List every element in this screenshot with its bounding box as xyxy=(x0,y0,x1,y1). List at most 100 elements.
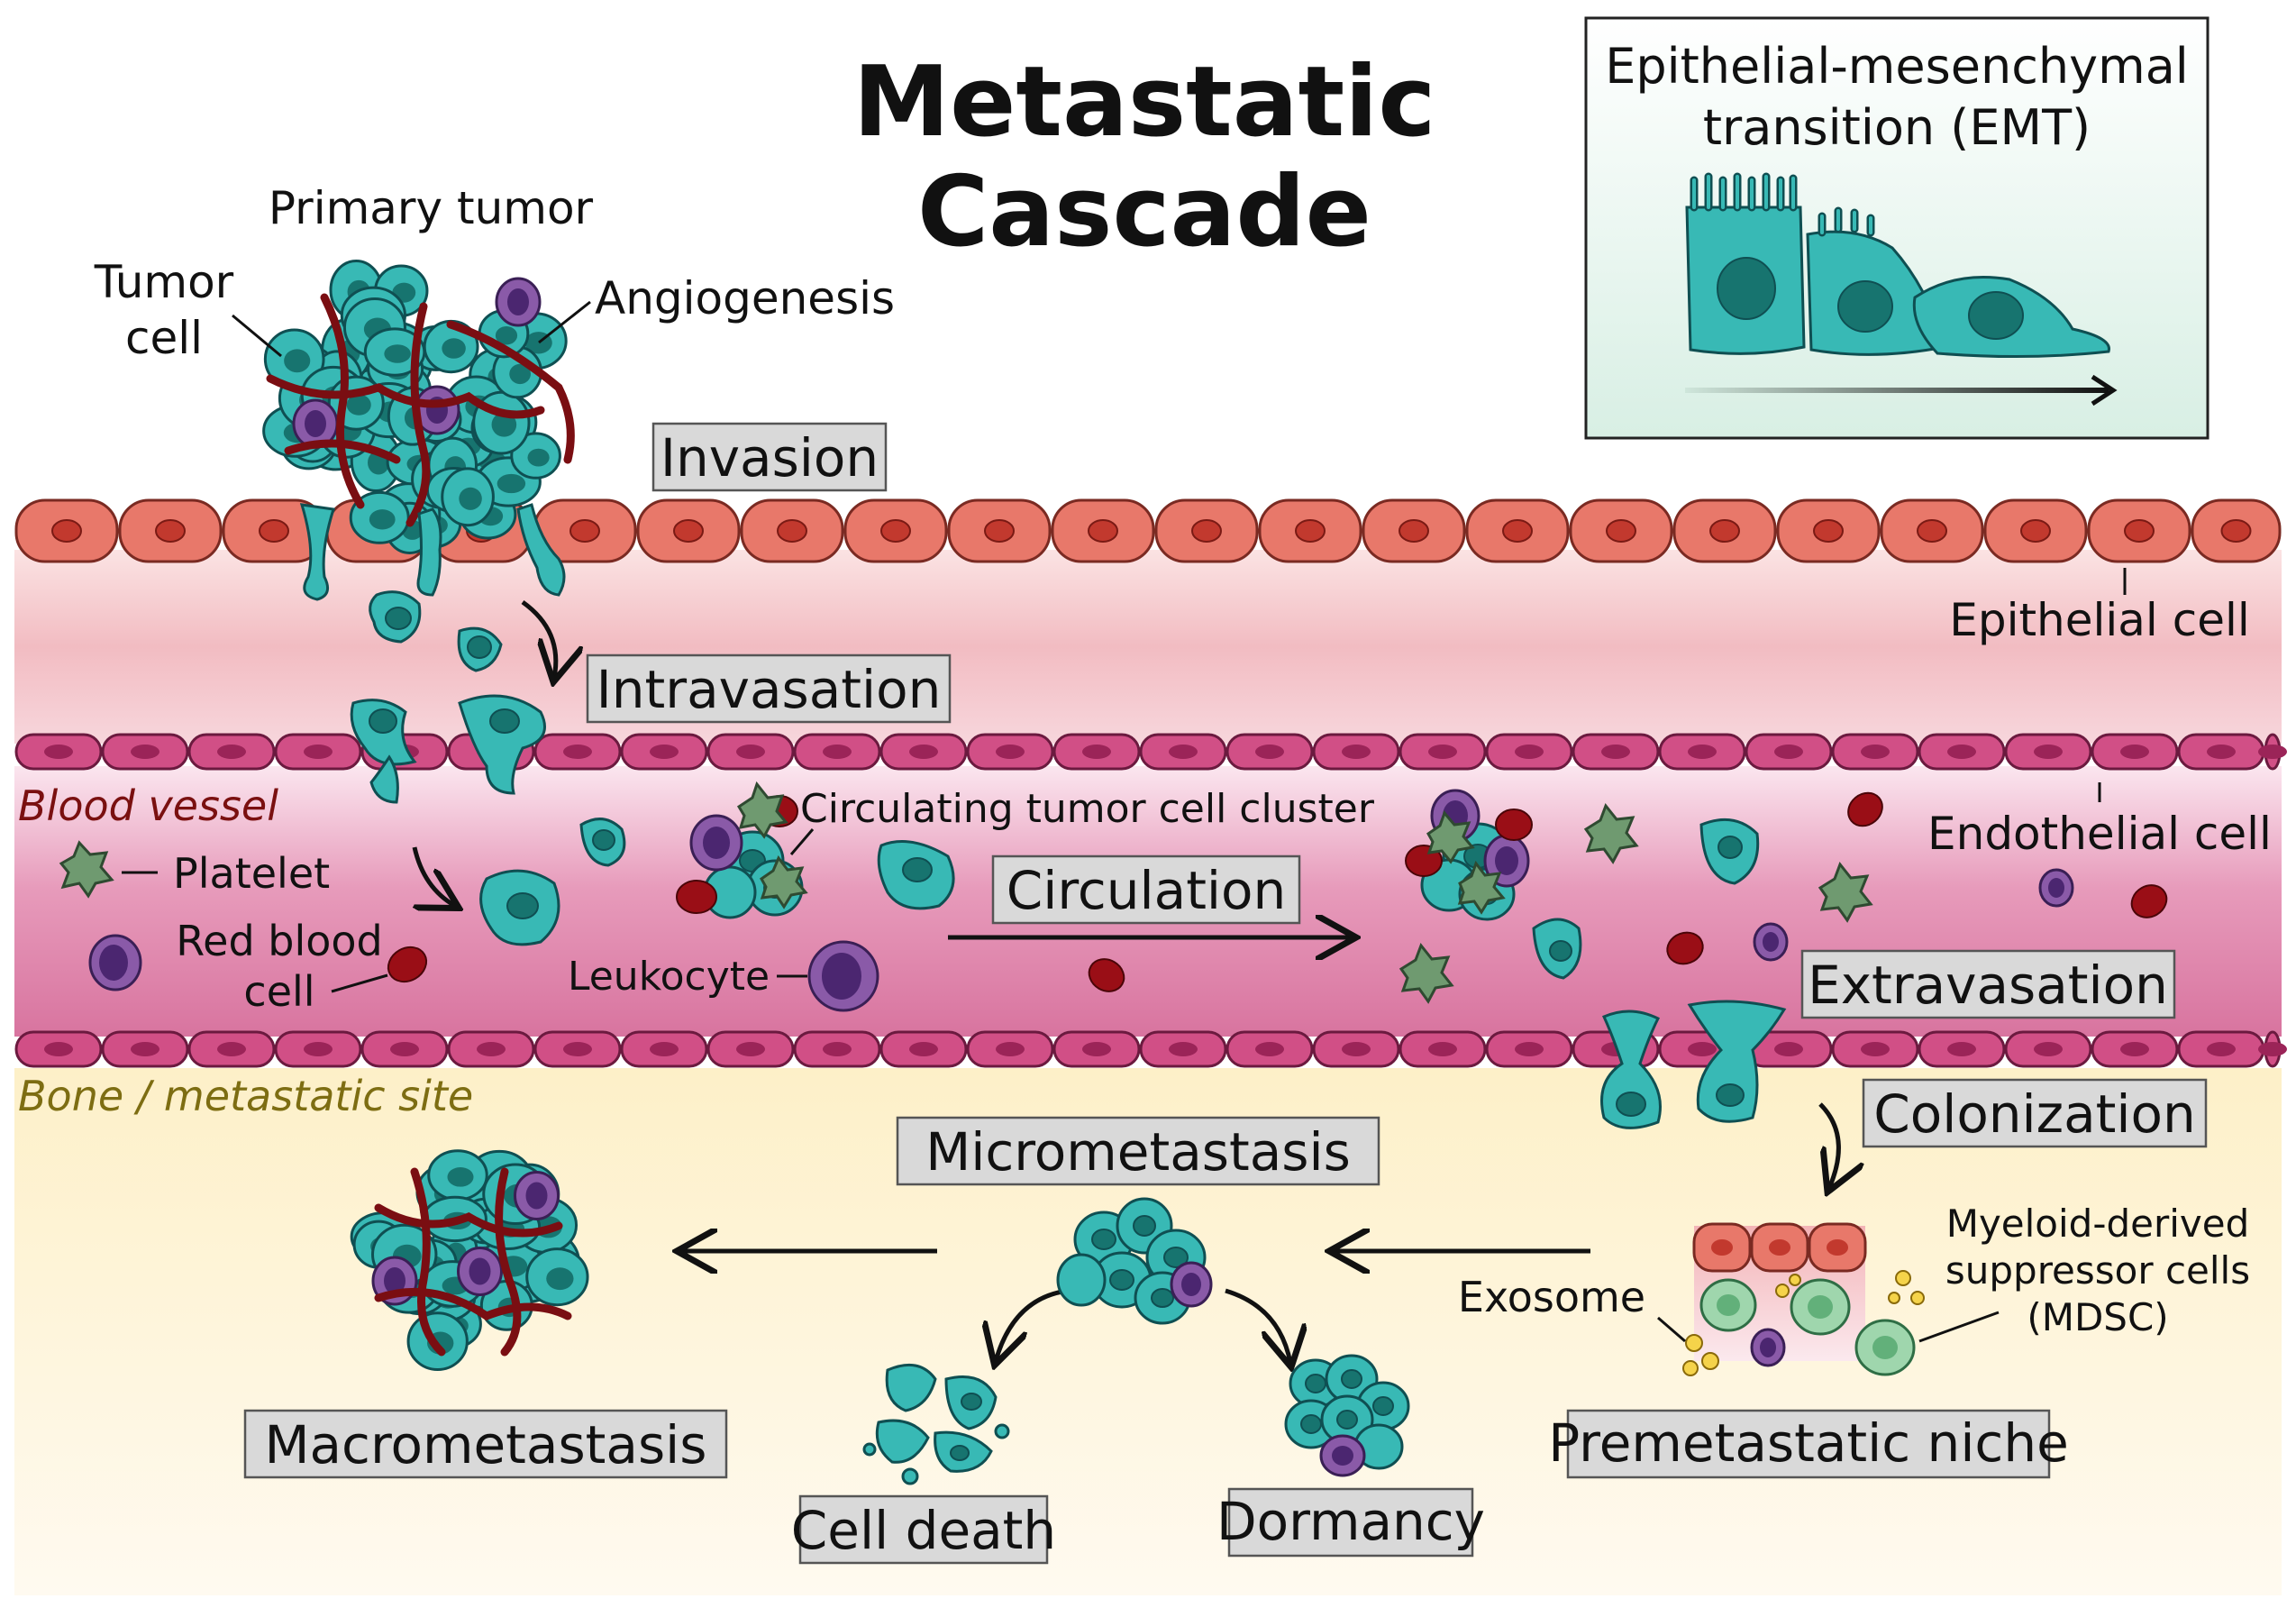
epithelial-cell-layer xyxy=(14,498,2282,563)
endothelial-cell xyxy=(1312,1030,1400,1068)
endothelial-cell xyxy=(1658,733,1746,771)
stage-micrometastasis: Micrometastasis xyxy=(896,1116,1380,1186)
endothelial-cell xyxy=(1485,733,1573,771)
tumor-cell xyxy=(406,1311,469,1371)
ctc-cluster-left xyxy=(676,781,808,919)
title-line-1: Metastatic xyxy=(853,46,1436,159)
endothelial-cell xyxy=(1052,733,1141,771)
red-blood-cell xyxy=(1088,958,1125,992)
endothelial-cell xyxy=(2177,1030,2265,1068)
emt-mesenchymal-cell xyxy=(1912,276,2110,359)
angiogenesis-label: Angiogenesis xyxy=(595,272,895,324)
epithelial-cell xyxy=(1465,498,1570,563)
stage-macrometastasis: Macrometastasis xyxy=(243,1409,728,1479)
stage-cell-death: Cell death xyxy=(791,1494,1056,1565)
red-blood-cell-label-line-1: Red blood xyxy=(176,917,382,965)
endothelial-cell xyxy=(1139,733,1227,771)
ctc-cluster-leader xyxy=(789,828,815,855)
tumor-cell xyxy=(510,432,561,480)
stage-colonization: Colonization xyxy=(1862,1078,2208,1148)
emt-progress-arrow-shaft xyxy=(1685,388,2109,393)
mdsc-leader xyxy=(1918,1311,2000,1343)
leukocyte-label: Leukocyte xyxy=(568,954,770,1000)
stage-intravasation: Intravasation xyxy=(586,653,952,724)
endothelial-cell xyxy=(187,733,276,771)
macrometastasis xyxy=(350,1149,589,1371)
premetastatic-niche xyxy=(1682,1222,1925,1376)
endothelial-cell xyxy=(2177,733,2265,771)
stage-colonization-label: Colonization xyxy=(1873,1083,2196,1145)
epithelial-cell xyxy=(2087,498,2191,563)
ctc-cluster-label: Circulating tumor cell cluster xyxy=(800,786,1375,832)
tumor-cell-label-line-1: Tumor xyxy=(94,256,234,308)
epithelial-cell xyxy=(2191,498,2282,563)
endothelial-cell xyxy=(2004,733,2092,771)
extravasating-tumor-cells xyxy=(1600,1000,1787,1129)
endothelial-cell xyxy=(1572,733,1660,771)
angiogenesis-leader xyxy=(538,300,591,344)
endothelial-cell xyxy=(1485,1030,1573,1068)
blood-vessel-label: Blood vessel xyxy=(18,781,278,830)
endothelial-cell xyxy=(879,733,968,771)
stage-dormancy-label: Dormancy xyxy=(1216,1491,1485,1552)
dormancy-cluster xyxy=(1284,1354,1410,1477)
endothelial-cell xyxy=(1312,733,1400,771)
endothelial-cell xyxy=(101,1030,189,1068)
mdsc-label-line-2: suppressor cells xyxy=(1945,1248,2250,1293)
primary-tumor-label: Primary tumor xyxy=(269,182,594,234)
exosome-leader xyxy=(1657,1316,1686,1343)
leukocyte-legend xyxy=(88,934,142,991)
to-cell-death-arrow xyxy=(996,1288,1069,1361)
red-blood-cell-label-line-2: cell xyxy=(243,967,314,1016)
stage-macrometastasis-label: Macrometastasis xyxy=(264,1414,706,1476)
stage-invasion: Invasion xyxy=(651,422,888,492)
endothelial-cell xyxy=(620,1030,708,1068)
endothelial-cell xyxy=(1399,1030,1487,1068)
colonization-arrow xyxy=(1818,1102,1838,1188)
endothelial-cell xyxy=(2004,1030,2092,1068)
endothelial-cell xyxy=(620,733,708,771)
tumor-cell xyxy=(441,467,495,527)
endothelial-cell xyxy=(1831,733,1919,771)
epithelial-cell xyxy=(1051,498,1155,563)
endothelial-cell xyxy=(101,733,189,771)
stage-dormancy: Dormancy xyxy=(1216,1487,1485,1558)
stage-premetastatic-niche: Premetastatic niche xyxy=(1548,1409,2069,1479)
endothelial-cell xyxy=(1918,1030,2006,1068)
red-blood-cell-legend xyxy=(387,946,428,983)
stage-invasion-label: Invasion xyxy=(661,427,879,489)
stage-circulation-label: Circulation xyxy=(1007,860,1287,921)
tumor-cell xyxy=(525,1247,589,1307)
migrating-tumor-cells xyxy=(350,590,546,804)
endothelial-cell xyxy=(533,733,622,771)
epithelial-cell xyxy=(1154,498,1259,563)
endothelial-cell xyxy=(533,1030,622,1068)
endothelial-cell xyxy=(1745,733,1833,771)
endothelial-cell xyxy=(447,1030,535,1068)
endothelial-cell xyxy=(1831,1030,1919,1068)
epithelial-cell xyxy=(636,498,741,563)
stage-cell-death-label: Cell death xyxy=(791,1500,1056,1561)
platelet-legend xyxy=(59,840,114,899)
endothelial-cell xyxy=(793,1030,881,1068)
tumor-cell-leader xyxy=(232,314,282,358)
epithelial-cell xyxy=(1672,498,1777,563)
bone-site-label: Bone / metastatic site xyxy=(18,1072,473,1120)
micrometastasis-cluster xyxy=(1056,1197,1213,1325)
epithelial-cell xyxy=(118,498,223,563)
endothelial-cell xyxy=(2258,733,2287,771)
tumor-cell-label-line-2: cell xyxy=(125,312,203,364)
stage-extravasation: Extravasation xyxy=(1800,949,2176,1019)
epithelial-cell xyxy=(1569,498,1673,563)
endothelial-cell xyxy=(1052,1030,1141,1068)
scattered-blood-components xyxy=(1399,791,2168,1004)
stage-premetastatic-niche-label: Premetastatic niche xyxy=(1548,1412,2069,1474)
primary-tumor xyxy=(262,259,575,601)
exosome-label: Exosome xyxy=(1458,1273,1645,1321)
endothelial-cell xyxy=(966,733,1054,771)
endothelial-layer-bottom xyxy=(14,1030,2287,1068)
endothelial-cell-label: Endothelial cell xyxy=(1927,808,2272,860)
mdsc-label-line-3: (MDSC) xyxy=(2027,1295,2168,1339)
ctc-cluster-right xyxy=(1405,789,1533,921)
